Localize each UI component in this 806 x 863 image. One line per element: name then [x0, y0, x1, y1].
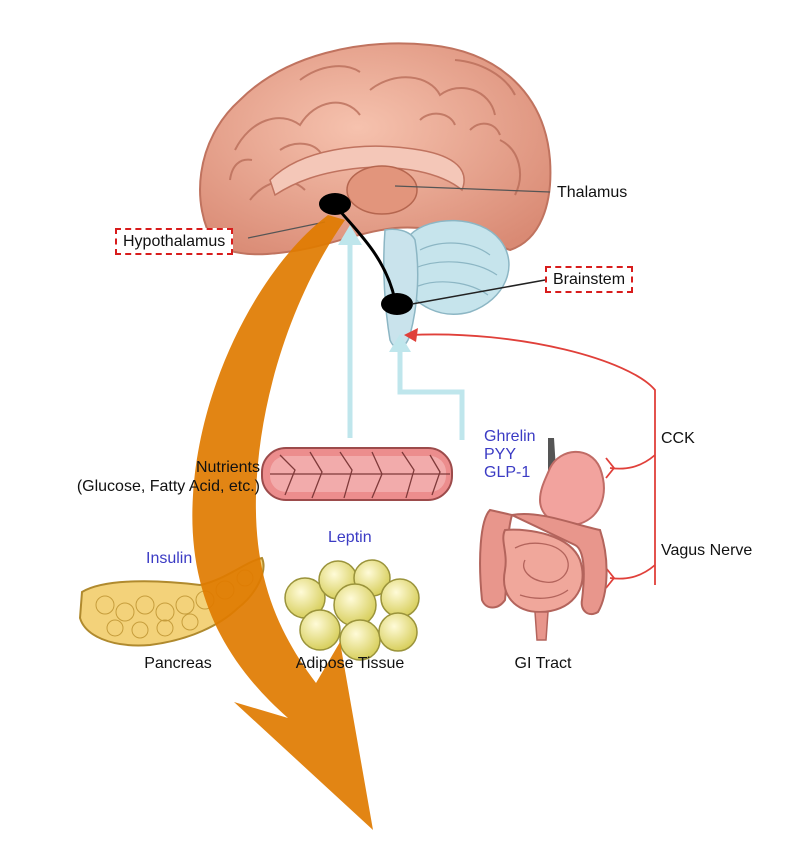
brainstem-label: Brainstem	[545, 266, 634, 293]
vagal-arrowhead	[404, 328, 418, 342]
adipose-blood-path	[397, 350, 465, 440]
pancreas-label: Pancreas	[144, 655, 212, 672]
stomach-fork	[605, 457, 616, 479]
gi-tract-label: GI Tract	[514, 655, 572, 672]
brainstem-blood-arrowhead	[389, 334, 411, 352]
vagus-nerve-label: Vagus Nerve	[661, 542, 753, 559]
brainstem-node	[381, 293, 413, 315]
pyy-label: PYY	[484, 446, 517, 463]
stomach-branch	[609, 454, 656, 470]
ghrelin-label: Ghrelin	[484, 428, 536, 445]
glp1-label: GLP-1	[484, 464, 531, 481]
brain	[199, 42, 552, 349]
intestine-branch	[609, 564, 656, 580]
hypothalamus-node	[319, 193, 351, 215]
vagus-main	[409, 333, 656, 585]
intestine-fork	[605, 567, 616, 589]
hypothalamus-leader	[247, 221, 326, 239]
nutrients-label: Nutrients (Glucose, Fatty Acid, etc.)	[30, 458, 260, 496]
adipose-tissue-label: Adipose Tissue	[295, 655, 405, 672]
brainstem-shape	[383, 228, 419, 349]
leptin-label: Leptin	[328, 529, 372, 546]
thalamus-label: Thalamus	[557, 184, 628, 201]
vagal-pathway	[409, 333, 656, 589]
adipose-tissue	[284, 559, 420, 661]
cck-label: CCK	[661, 430, 695, 447]
corpus-callosum	[269, 145, 465, 197]
brainstem-leader	[411, 279, 546, 305]
nutrient-arrowhead	[338, 225, 362, 245]
gi-tract	[479, 438, 608, 641]
bloodstream-arrows	[347, 240, 465, 440]
insulin-label: Insulin	[146, 550, 193, 567]
output-arrow	[192, 215, 373, 830]
nutrients-examples: (Glucose, Fatty Acid, etc.)	[76, 478, 260, 495]
thalamus-leader	[394, 185, 551, 193]
thalamus-shape	[346, 165, 418, 215]
hypothalamus-label: Hypothalamus	[115, 228, 234, 255]
rectum	[534, 611, 549, 641]
nutrients-title: Nutrients	[195, 459, 260, 476]
blood-vessel	[261, 447, 453, 501]
